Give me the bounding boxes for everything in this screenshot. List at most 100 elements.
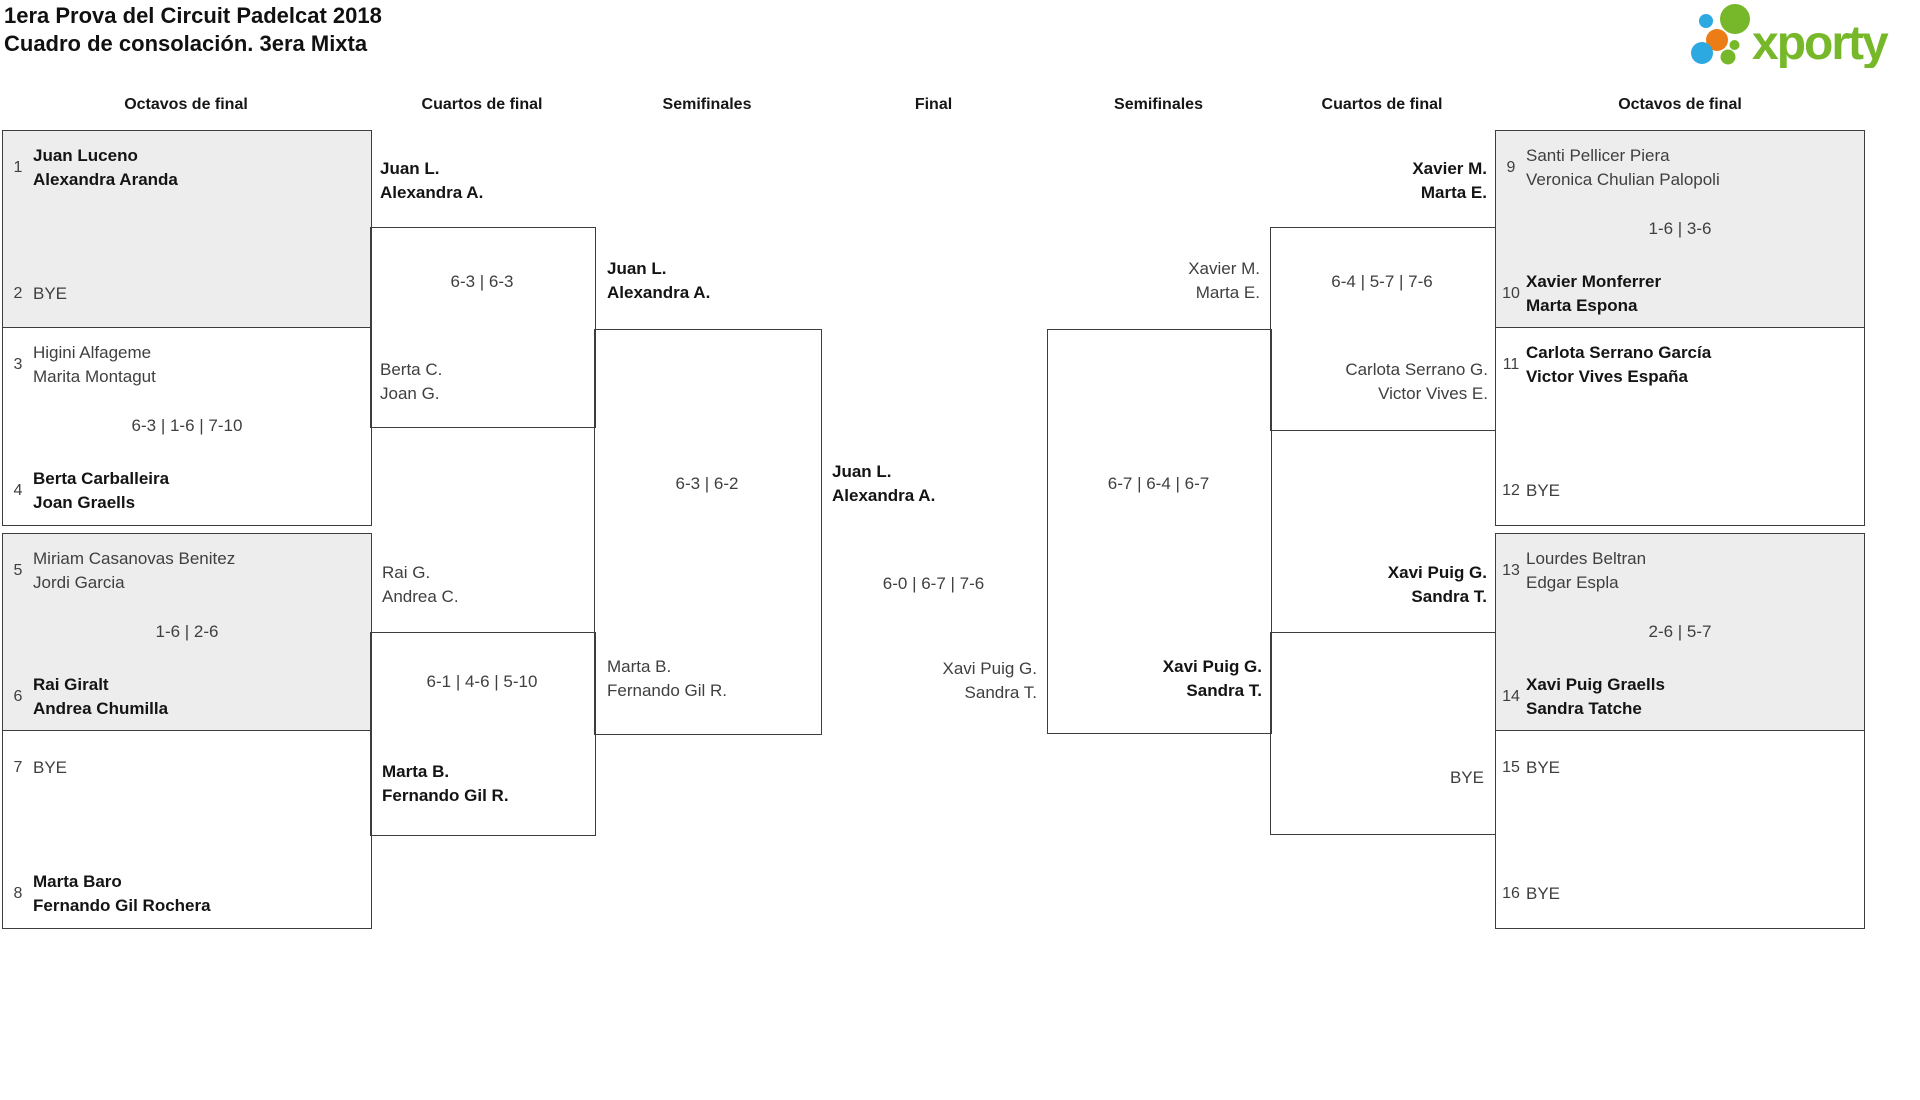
team-member-1: Berta Carballeira xyxy=(33,469,170,488)
team-member-1: Juan Luceno xyxy=(33,146,138,165)
team-slot-seed-11: 11 Carlota Serrano García Victor Vives E… xyxy=(1496,336,1864,394)
team-slot-seed-4: 4 Berta Carballeira Joan Graells xyxy=(3,462,371,520)
team-names: BYE xyxy=(1526,882,1560,906)
team-member-1: Carlota Serrano García xyxy=(1526,343,1712,362)
team-member-2: Andrea Chumilla xyxy=(33,699,169,718)
logo-dot-green-tiny xyxy=(1729,40,1740,50)
logo-dot-orange xyxy=(1706,29,1728,51)
match-score: 1-6 | 2-6 xyxy=(155,622,219,641)
qf-left-2-score: 6-1 | 4-6 | 5-10 xyxy=(426,672,538,691)
team-member-1: Juan L. xyxy=(607,259,667,278)
sf-right-score: 6-7 | 6-4 | 6-7 xyxy=(1107,474,1210,493)
team-member-2: Veronica Chulian Palopoli xyxy=(1526,170,1720,189)
team-member-2: Alexandra A. xyxy=(380,183,484,202)
seed-number: 16 xyxy=(1502,885,1520,902)
team-member-2: Sandra T. xyxy=(1186,681,1262,700)
seed-number: 13 xyxy=(1502,562,1520,579)
team-names: Carlota Serrano García Victor Vives Espa… xyxy=(1526,341,1711,389)
qf-left-2-team-bottom: Marta B. Fernando Gil R. xyxy=(382,760,509,808)
match-score xyxy=(1496,412,1864,440)
team-member-2: Sandra T. xyxy=(1411,587,1487,606)
team-slot-seed-10: 10 Xavier Monferrer Marta Espona xyxy=(1496,265,1864,323)
octavos-match-5: 9 Santi Pellicer Piera Veronica Chulian … xyxy=(1495,130,1865,329)
seed-number: 15 xyxy=(1502,759,1520,776)
team-member-1: BYE xyxy=(1526,481,1561,500)
team-member-1: Santi Pellicer Piera xyxy=(1526,146,1670,165)
match-score xyxy=(3,215,371,243)
qf-left-1-box xyxy=(370,227,596,428)
team-slot-seed-15: 15 BYE xyxy=(1496,739,1864,797)
team-member-1: Carlota Serrano G. xyxy=(1345,360,1488,379)
team-names: Marta Baro Fernando Gil Rochera xyxy=(33,870,211,918)
logo-dot-green-small xyxy=(1720,49,1736,65)
match-score: 1-6 | 3-6 xyxy=(1648,219,1712,238)
round-header-octavos-left: Octavos de final xyxy=(124,96,248,113)
final-team-top: Juan L. Alexandra A. xyxy=(832,460,935,508)
team-slot-seed-2: 2 BYE xyxy=(3,265,371,323)
team-member-2: Alexandra A. xyxy=(607,283,711,302)
team-member-1: Xavier M. xyxy=(1188,259,1260,278)
team-names: Juan Luceno Alexandra Aranda xyxy=(33,144,178,192)
team-slot-seed-12: 12 BYE xyxy=(1496,462,1864,520)
team-member-2: Andrea C. xyxy=(382,587,459,606)
seed-number: 12 xyxy=(1502,482,1520,499)
team-member-1: Xavier M. xyxy=(1412,159,1487,178)
team-slot-seed-9: 9 Santi Pellicer Piera Veronica Chulian … xyxy=(1496,139,1864,197)
team-slot-seed-13: 13 Lourdes Beltran Edgar Espla xyxy=(1496,542,1864,600)
round-header-cuartos-left: Cuartos de final xyxy=(421,96,543,113)
team-member-2: Alexandra Aranda xyxy=(33,170,178,189)
team-member-1: BYE xyxy=(33,758,68,777)
qf-right-2-box xyxy=(1270,632,1496,835)
xporty-logo[interactable]: xporty xyxy=(1688,2,1910,68)
match-score xyxy=(1496,815,1864,843)
sf-right-team-bottom: Xavi Puig G. Sandra T. xyxy=(1047,655,1262,703)
qf-right-2-team-bottom: BYE xyxy=(1270,766,1484,790)
team-member-2: Edgar Espla xyxy=(1526,573,1619,592)
team-member-1: Juan L. xyxy=(380,159,440,178)
team-member-2: Marita Montagut xyxy=(33,367,156,386)
team-names: BYE xyxy=(33,282,67,306)
team-member-1: Marta B. xyxy=(382,762,450,781)
final-score: 6-0 | 6-7 | 7-6 xyxy=(882,574,985,593)
round-header-octavos-right: Octavos de final xyxy=(1618,96,1742,113)
logo-dot-green-big xyxy=(1720,4,1750,34)
team-member-1: Xavi Puig G. xyxy=(1162,657,1262,676)
team-member-1: BYE xyxy=(1526,758,1561,777)
sf-right-box xyxy=(1047,329,1272,734)
sf-left-team-bottom: Marta B. Fernando Gil R. xyxy=(607,655,727,703)
team-names: Lourdes Beltran Edgar Espla xyxy=(1526,547,1646,595)
octavos-match-8: 15 BYE 16 BYE xyxy=(1495,730,1865,929)
team-member-1: Higini Alfageme xyxy=(33,343,152,362)
team-member-2: Fernando Gil R. xyxy=(607,681,727,700)
team-member-1: Xavi Puig G. xyxy=(942,659,1038,678)
seed-number: 7 xyxy=(13,759,23,776)
octavos-match-3: 5 Miriam Casanovas Benitez Jordi Garcia … xyxy=(2,533,372,732)
sf-right-team-top: Xavier M. Marta E. xyxy=(1047,257,1260,305)
team-names: BYE xyxy=(1526,756,1560,780)
team-member-1: Marta Baro xyxy=(33,872,122,891)
team-member-1: Lourdes Beltran xyxy=(1526,549,1647,568)
team-slot-seed-14: 14 Xavi Puig Graells Sandra Tatche xyxy=(1496,668,1864,726)
sf-left-score: 6-3 | 6-2 xyxy=(675,474,739,493)
seed-number: 5 xyxy=(13,562,23,579)
sf-left-box xyxy=(594,329,822,735)
team-member-2: Joan G. xyxy=(380,384,440,403)
team-member-2: Marta Espona xyxy=(1526,296,1638,315)
team-member-2: Sandra T. xyxy=(964,683,1037,702)
team-member-1: BYE xyxy=(1449,768,1484,787)
logo-dot-blue-small xyxy=(1699,14,1713,28)
qf-left-1-score: 6-3 | 6-3 xyxy=(450,272,514,291)
team-member-1: Xavier Monferrer xyxy=(1526,272,1662,291)
title-line1: 1era Prova del Circuit Padelcat 2018 xyxy=(4,3,382,28)
logo-wordmark: xporty xyxy=(1752,17,1889,68)
team-member-1: Marta B. xyxy=(607,657,672,676)
final-team-bottom: Xavi Puig G. Sandra T. xyxy=(820,657,1038,705)
team-names: BYE xyxy=(1526,479,1560,503)
team-names: Berta Carballeira Joan Graells xyxy=(33,467,169,515)
seed-number: 2 xyxy=(13,285,23,302)
octavos-match-2: 3 Higini Alfageme Marita Montagut 6-3 | … xyxy=(2,327,372,526)
seed-number: 8 xyxy=(13,885,23,902)
team-member-1: Rai Giralt xyxy=(33,675,109,694)
team-slot-seed-8: 8 Marta Baro Fernando Gil Rochera xyxy=(3,865,371,923)
seed-number: 9 xyxy=(1506,159,1516,176)
